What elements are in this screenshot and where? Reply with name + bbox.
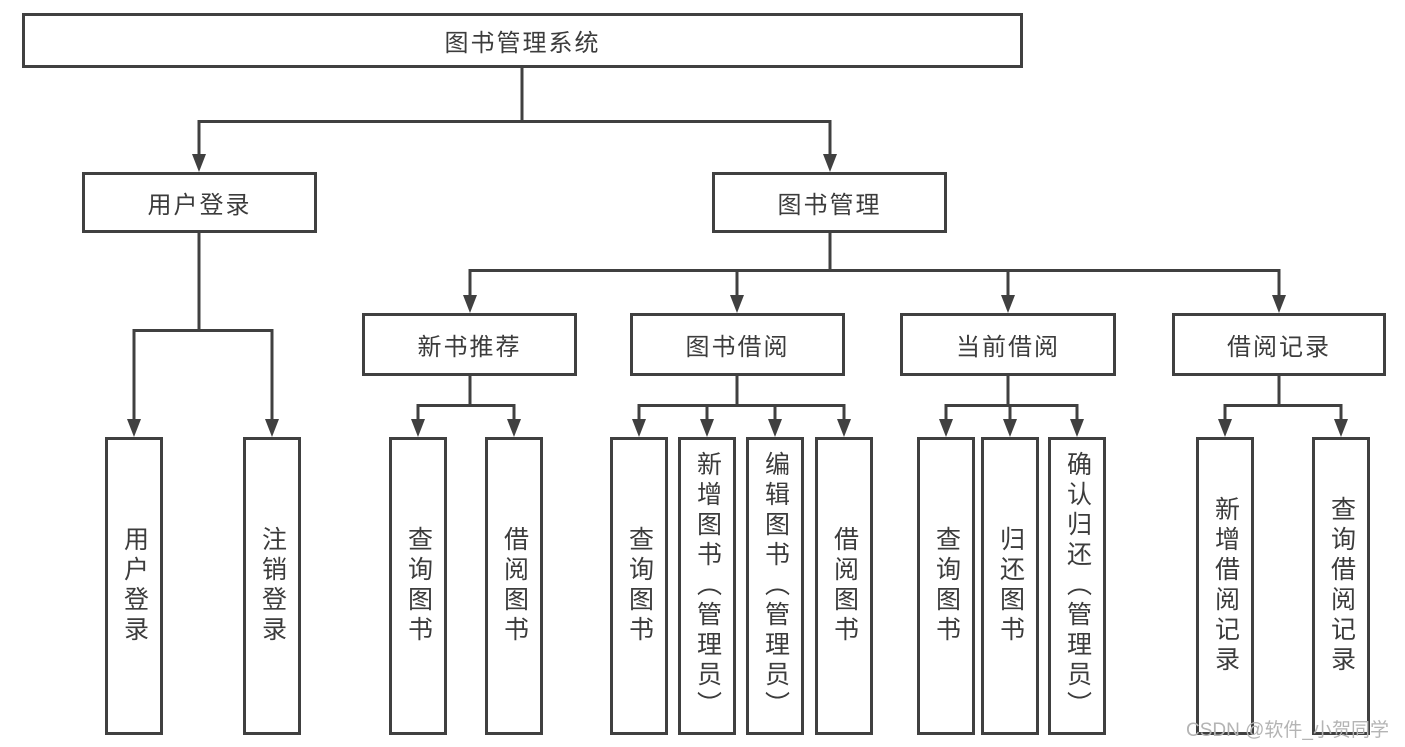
arrowheads-level2 [192,154,837,172]
leaf-current-return-books-label: 归还图书 [996,526,1025,646]
connector-recommend-children [416,375,516,421]
leaf-borrow-borrow-books-label: 借阅图书 [830,526,859,646]
connector-root-to-level2 [197,66,832,156]
leaf-current-confirm-return-admin-label: 确认归还（管理员） [1063,451,1092,721]
leaf-borrow-edit-books-admin-label: 编辑图书（管理员） [761,451,790,721]
arrowheads-level3 [463,295,1286,313]
leaf-current-query-books-label: 查询图书 [932,526,961,646]
leaf-borrow-query-books: 查询图书 [610,437,668,735]
leaf-records-add-record-label: 新增借阅记录 [1211,496,1240,676]
connector-user-login-children [132,233,274,421]
node-borrow-records-label: 借阅记录 [1227,334,1331,361]
connector-current-children [944,375,1079,421]
leaf-recommend-query-books-label: 查询图书 [404,526,433,646]
leaf-logout-label: 注销登录 [258,526,287,646]
leaf-borrow-add-books-admin: 新增图书（管理员） [678,437,736,735]
connector-borrow-children [637,375,846,421]
node-borrow-records: 借阅记录 [1172,313,1386,376]
leaf-user-login: 用户登录 [105,437,163,735]
node-book-management: 图书管理 [712,172,947,233]
connector-records-children [1223,375,1343,421]
leaf-current-confirm-return-admin: 确认归还（管理员） [1048,437,1106,735]
node-root-system: 图书管理系统 [22,13,1023,68]
node-user-login: 用户登录 [82,172,317,233]
leaf-logout: 注销登录 [243,437,301,735]
node-current-borrow-label: 当前借阅 [956,334,1060,361]
arrowheads-leaves [127,419,1348,437]
node-book-management-label: 图书管理 [777,192,882,219]
node-current-borrow: 当前借阅 [900,313,1116,376]
leaf-borrow-borrow-books: 借阅图书 [815,437,873,735]
leaf-records-add-record: 新增借阅记录 [1196,437,1254,735]
leaf-records-query-record: 查询借阅记录 [1312,437,1370,735]
leaf-recommend-borrow-books-label: 借阅图书 [500,526,529,646]
leaf-borrow-add-books-admin-label: 新增图书（管理员） [693,451,722,721]
node-root-label: 图书管理系统 [444,30,601,57]
leaf-current-query-books: 查询图书 [917,437,975,735]
node-user-login-label: 用户登录 [147,192,252,219]
leaf-recommend-query-books: 查询图书 [389,437,447,735]
connector-book-management-children [468,233,1281,297]
node-book-borrow-label: 图书借阅 [685,334,790,361]
leaf-records-query-record-label: 查询借阅记录 [1327,496,1356,676]
leaf-current-return-books: 归还图书 [981,437,1039,735]
leaf-recommend-borrow-books: 借阅图书 [485,437,543,735]
csdn-watermark: CSDN @软件_小贺同学 [1186,720,1389,741]
leaf-user-login-label: 用户登录 [120,526,149,646]
leaf-borrow-edit-books-admin: 编辑图书（管理员） [746,437,804,735]
node-new-book-recommend: 新书推荐 [362,313,577,376]
node-book-borrow: 图书借阅 [630,313,845,376]
node-new-book-recommend-label: 新书推荐 [417,334,522,361]
leaf-borrow-query-books-label: 查询图书 [625,526,654,646]
